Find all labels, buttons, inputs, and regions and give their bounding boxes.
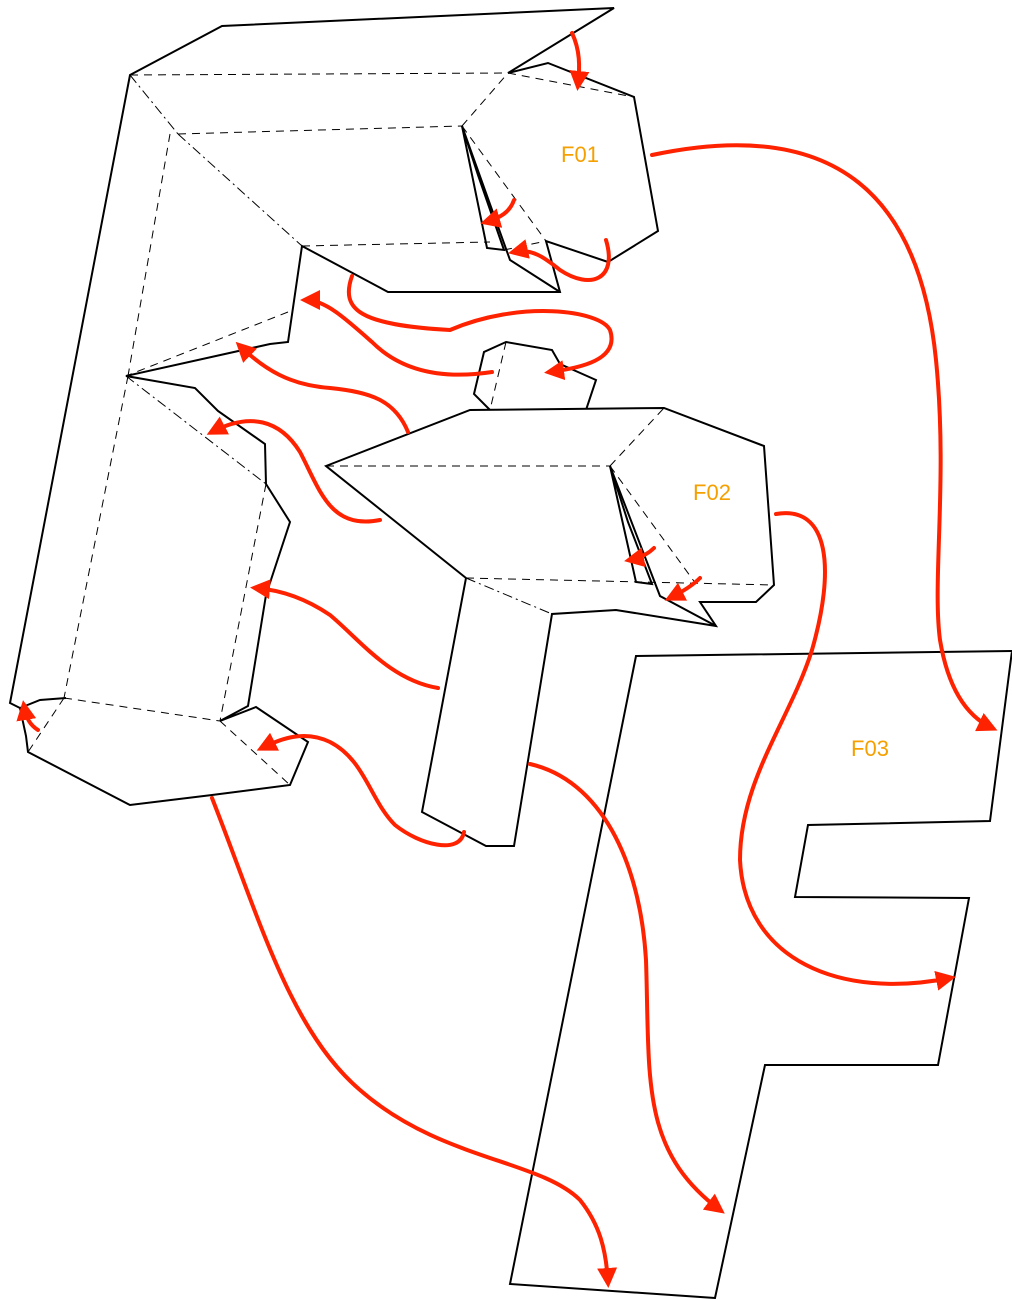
final-f-shape	[510, 651, 1012, 1298]
label-f03: F03	[851, 736, 889, 761]
arrow-middle-to-left-1	[306, 300, 492, 375]
label-f01: F01	[561, 142, 599, 167]
arrow-middle-to-left-4	[256, 588, 438, 688]
arrow-middle-to-left-2	[240, 346, 408, 432]
label-f02: F02	[693, 480, 731, 505]
f03-outline	[510, 651, 1012, 1298]
